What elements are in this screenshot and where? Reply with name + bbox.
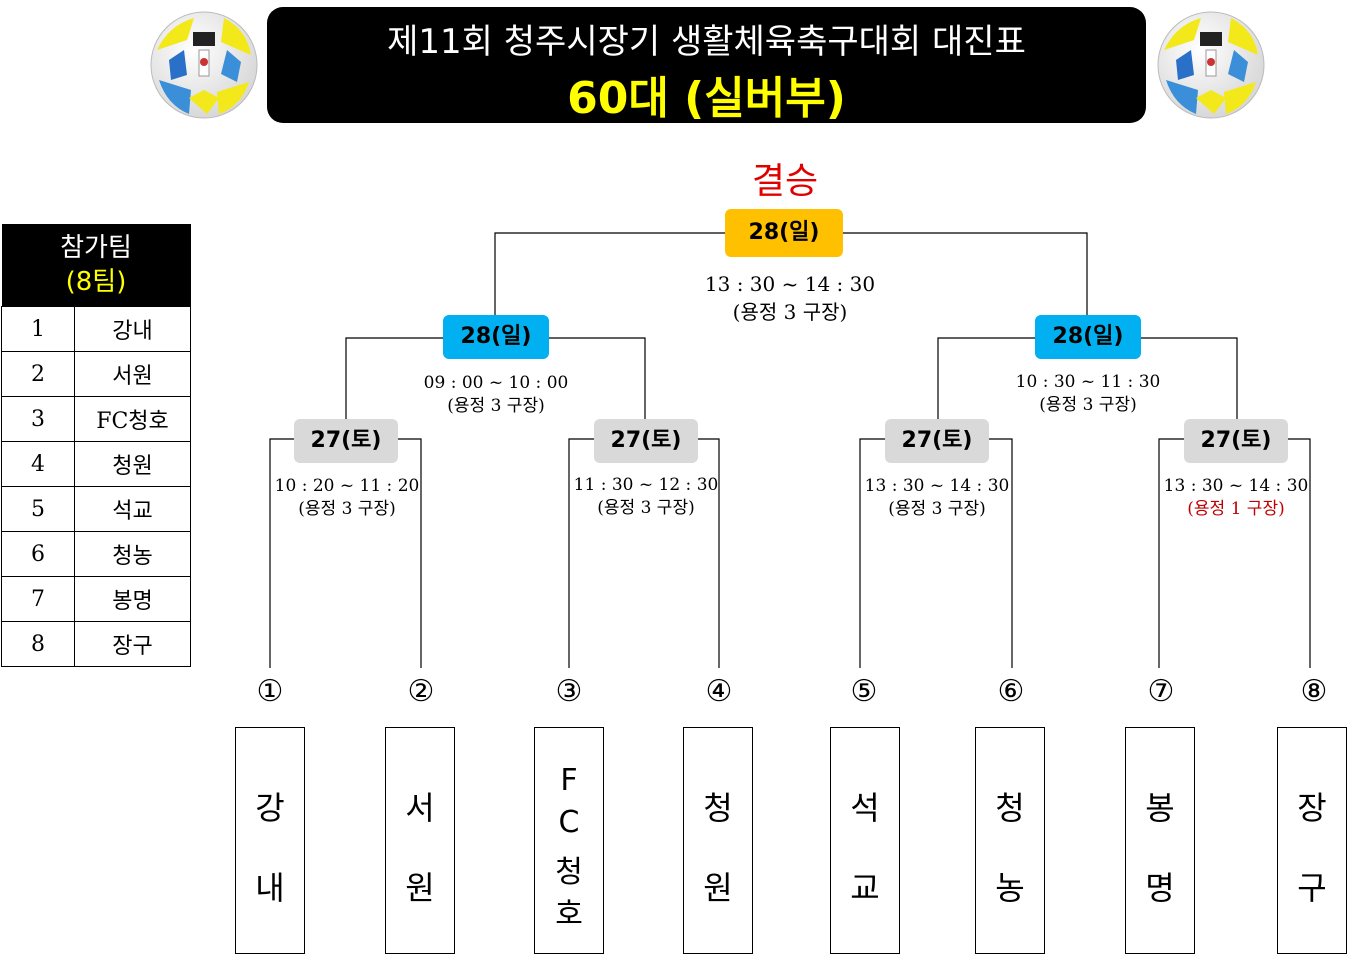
qf3-date-badge: 27(토) — [885, 419, 989, 463]
semi2-date-badge: 28(일) — [1035, 315, 1141, 359]
qf1-date-badge: 27(토) — [294, 419, 398, 463]
participant-number: 6 — [1, 531, 75, 577]
semi2-venue: (용정 3 구장) — [1039, 395, 1137, 415]
qf4-schedule: 13 : 30 ~ 14 : 30 (용정 1 구장) — [1136, 475, 1336, 521]
team-name-char: 청 — [703, 789, 733, 827]
slot-number: ⑦ — [1147, 674, 1175, 709]
participants-heading: 참가팀 — [60, 233, 132, 263]
team-name-char: 장 — [1297, 789, 1327, 827]
semi1-venue: (용정 3 구장) — [447, 396, 545, 416]
team-name-char: 서 — [405, 789, 435, 827]
qf2-date-badge: 27(토) — [594, 419, 698, 463]
participant-team: 석교 — [74, 486, 191, 532]
qf2-schedule: 11 : 30 ~ 12 : 30 (용정 3 구장) — [546, 474, 746, 520]
participant-team: 서원 — [74, 351, 191, 397]
participant-team: 봉명 — [74, 576, 191, 622]
slot-number: ⑥ — [997, 674, 1025, 709]
soccer-ball-icon — [150, 11, 258, 119]
final-date-badge: 28(일) — [725, 209, 843, 257]
team-name-char: 청 — [555, 855, 583, 890]
qf3-venue: (용정 3 구장) — [888, 499, 986, 519]
page-subtitle: 60대 (실버부) — [567, 73, 846, 124]
qf1-time: 10 : 20 ~ 11 : 20 — [274, 476, 420, 496]
team-name-char: 원 — [703, 869, 733, 907]
slot-number: ① — [256, 674, 284, 709]
team-name-char: 강 — [255, 789, 285, 827]
slot-number: ⑧ — [1300, 674, 1328, 709]
participant-team: 청원 — [74, 441, 191, 487]
semi1-date-badge: 28(일) — [443, 315, 549, 359]
team-name-char: 석 — [850, 789, 880, 827]
participants-count: (8팀) — [65, 267, 127, 297]
participant-team: 장구 — [74, 621, 191, 667]
page-title: 제11회 청주시장기 생활체육축구대회 대진표 — [387, 22, 1026, 62]
participant-team: FC청호 — [74, 396, 191, 442]
participant-number: 8 — [1, 621, 75, 667]
qf4-time: 13 : 30 ~ 14 : 30 — [1163, 476, 1309, 496]
slot-number: ⑤ — [850, 674, 878, 709]
participant-team: 청농 — [74, 531, 191, 577]
qf2-time: 11 : 30 ~ 12 : 30 — [573, 475, 719, 495]
slot-number: ③ — [555, 674, 583, 709]
team-name-char: 농 — [995, 869, 1025, 907]
final-venue: (용정 3 구장) — [732, 300, 848, 324]
team-name-char: 봉 — [1145, 789, 1175, 827]
qf3-time: 13 : 30 ~ 14 : 30 — [864, 476, 1010, 496]
semi1-schedule: 09 : 00 ~ 10 : 00 (용정 3 구장) — [396, 372, 596, 418]
qf4-venue: (용정 1 구장) — [1187, 499, 1285, 519]
final-label: 결승 — [751, 161, 819, 202]
semi1-time: 09 : 00 ~ 10 : 00 — [423, 373, 569, 393]
soccer-ball-icon — [1157, 11, 1265, 119]
team-name-char: F — [560, 763, 578, 798]
semi2-time: 10 : 30 ~ 11 : 30 — [1015, 372, 1161, 392]
qf3-schedule: 13 : 30 ~ 14 : 30 (용정 3 구장) — [837, 475, 1037, 521]
team-name-char: 명 — [1145, 869, 1175, 907]
participant-number: 7 — [1, 576, 75, 622]
title-banner — [267, 7, 1146, 123]
final-schedule: 13 : 30 ~ 14 : 30 (용정 3 구장) — [640, 270, 940, 326]
team-name-char: 교 — [850, 869, 880, 907]
slot-number: ② — [407, 674, 435, 709]
final-time: 13 : 30 ~ 14 : 30 — [704, 272, 876, 296]
participant-number: 3 — [1, 396, 75, 442]
qf4-date-badge: 27(토) — [1184, 419, 1288, 463]
qf1-schedule: 10 : 20 ~ 11 : 20 (용정 3 구장) — [247, 475, 447, 521]
team-name-char: 구 — [1297, 869, 1327, 907]
qf1-venue: (용정 3 구장) — [298, 499, 396, 519]
slot-number: ④ — [705, 674, 733, 709]
qf2-venue: (용정 3 구장) — [597, 498, 695, 518]
participants-table-header: 참가팀 (8팀) — [1, 224, 191, 307]
team-name-char: 호 — [555, 897, 583, 932]
team-name-char: 청 — [995, 789, 1025, 827]
semi2-schedule: 10 : 30 ~ 11 : 30 (용정 3 구장) — [988, 371, 1188, 417]
team-name-char: 내 — [255, 869, 285, 907]
team-name-char: C — [558, 805, 580, 840]
participant-number: 5 — [1, 486, 75, 532]
team-name-char: 원 — [405, 869, 435, 907]
participant-number: 2 — [1, 351, 75, 397]
